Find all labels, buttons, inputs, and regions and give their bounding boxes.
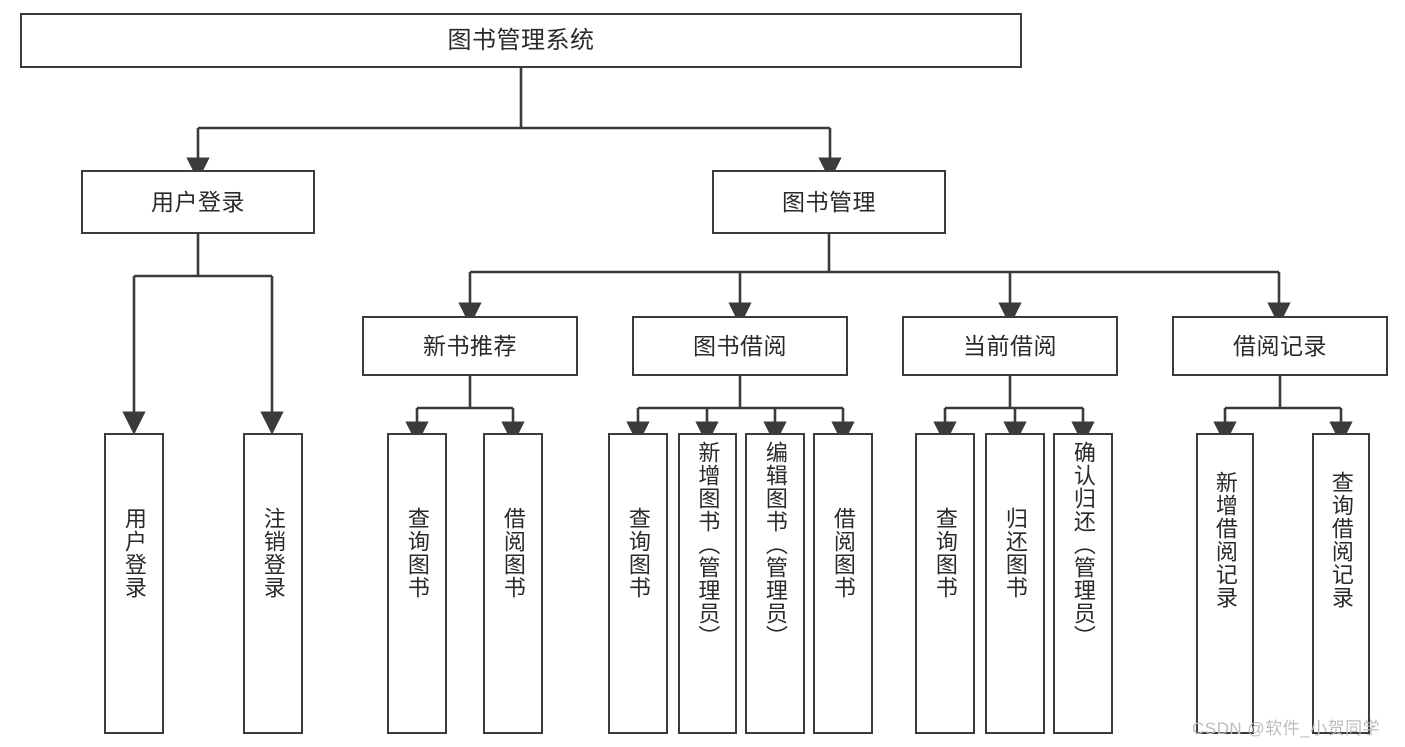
leaf-add-record[interactable]: 新增借阅记录: [1196, 433, 1254, 734]
leaf-logout-login-label: 注销登录: [260, 507, 286, 599]
node-borrow-record-label: 借阅记录: [1233, 332, 1327, 359]
leaf-query-book-2-label: 查询图书: [625, 507, 651, 599]
csdn-watermark: CSDN @软件_小贺同学: [1192, 719, 1381, 738]
node-borrow-record[interactable]: 借阅记录: [1172, 316, 1388, 376]
leaf-query-book-3[interactable]: 查询图书: [915, 433, 975, 734]
node-root[interactable]: 图书管理系统: [20, 13, 1022, 68]
leaf-query-record-label: 查询借阅记录: [1328, 471, 1354, 609]
leaf-add-book[interactable]: 新增图书（管理员）: [678, 433, 737, 734]
node-user-login-label: 用户登录: [151, 188, 245, 215]
node-book-borrow-label: 图书借阅: [693, 332, 787, 359]
leaf-add-book-label: 新增图书（管理员）: [695, 441, 721, 648]
leaf-return-book-label: 归还图书: [1002, 507, 1028, 599]
leaf-edit-book[interactable]: 编辑图书（管理员）: [745, 433, 805, 734]
node-book-management[interactable]: 图书管理: [712, 170, 946, 234]
leaf-query-book-3-label: 查询图书: [932, 507, 958, 599]
leaf-query-book-1[interactable]: 查询图书: [387, 433, 447, 734]
leaf-user-login-label: 用户登录: [121, 507, 147, 599]
leaf-query-book-2[interactable]: 查询图书: [608, 433, 668, 734]
node-new-book-recommend-label: 新书推荐: [423, 332, 517, 359]
leaf-confirm-return[interactable]: 确认归还（管理员）: [1053, 433, 1113, 734]
leaf-query-record[interactable]: 查询借阅记录: [1312, 433, 1370, 734]
leaf-add-record-label: 新增借阅记录: [1212, 471, 1238, 609]
node-user-login[interactable]: 用户登录: [81, 170, 315, 234]
leaf-logout-login[interactable]: 注销登录: [243, 433, 303, 734]
node-current-borrow[interactable]: 当前借阅: [902, 316, 1118, 376]
node-current-borrow-label: 当前借阅: [963, 332, 1057, 359]
leaf-user-login[interactable]: 用户登录: [104, 433, 164, 734]
leaf-borrow-book-1[interactable]: 借阅图书: [483, 433, 543, 734]
leaf-borrow-book-1-label: 借阅图书: [500, 507, 526, 599]
leaf-borrow-book-2-label: 借阅图书: [830, 507, 856, 599]
node-new-book-recommend[interactable]: 新书推荐: [362, 316, 578, 376]
node-root-label: 图书管理系统: [447, 26, 595, 54]
node-book-borrow[interactable]: 图书借阅: [632, 316, 848, 376]
leaf-query-book-1-label: 查询图书: [404, 507, 430, 599]
leaf-borrow-book-2[interactable]: 借阅图书: [813, 433, 873, 734]
leaf-confirm-return-label: 确认归还（管理员）: [1070, 441, 1096, 648]
leaf-edit-book-label: 编辑图书（管理员）: [762, 441, 788, 648]
leaf-return-book[interactable]: 归还图书: [985, 433, 1045, 734]
node-book-management-label: 图书管理: [782, 188, 876, 215]
